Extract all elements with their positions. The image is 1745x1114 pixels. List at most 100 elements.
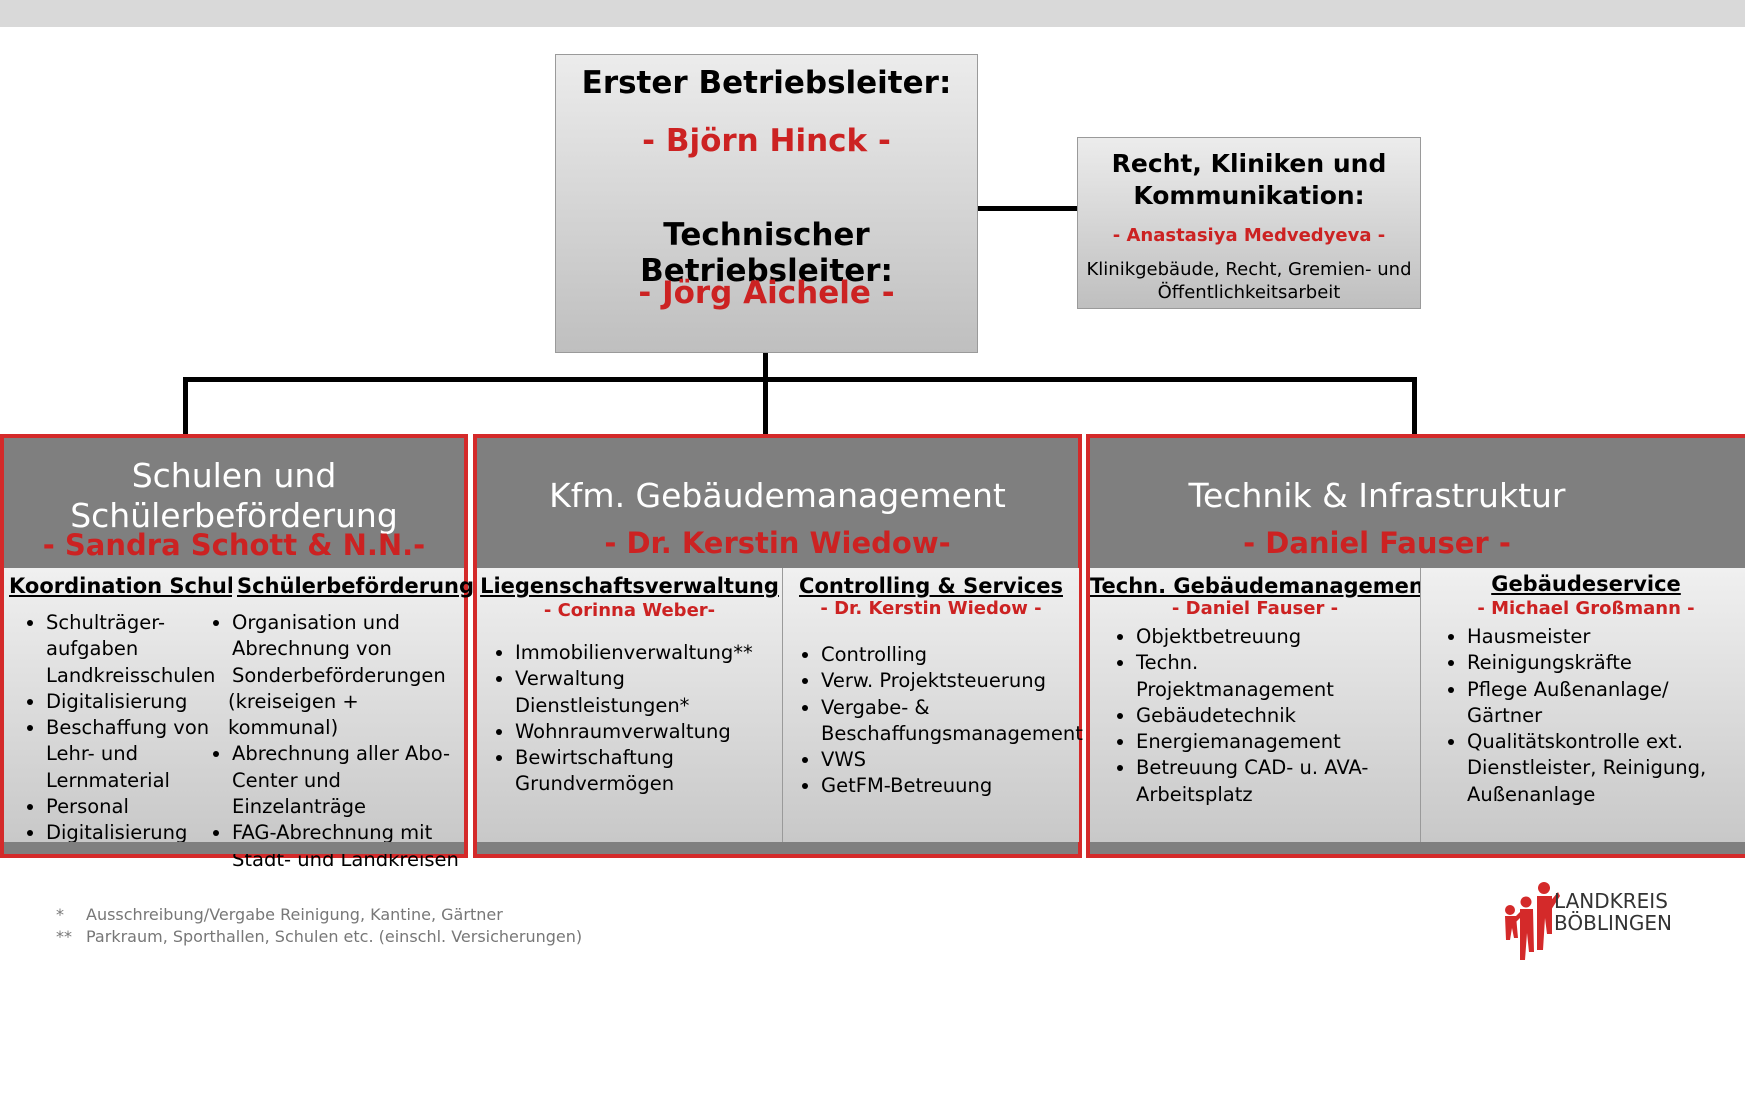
- column-controlling-services: Controlling & Services - Dr. Kerstin Wie…: [782, 568, 1083, 842]
- column-heading: Schülerbeförderung: [237, 574, 475, 598]
- list-item-continuation: Dienstleister, Reinigung,: [1467, 756, 1707, 780]
- list-item-continuation: Lernmaterial: [46, 768, 170, 792]
- list-item: Gebäudetechnik: [1136, 703, 1368, 729]
- list-item-continuation: Landkreisschulen: [46, 663, 216, 687]
- department-header: Schulen und Schülerbeförderung - Sandra …: [4, 438, 464, 568]
- department-title-line1: Schulen und: [131, 456, 337, 495]
- column-gebaeudeservice: Gebäudeservice - Michael Großmann - Haus…: [1420, 568, 1745, 842]
- column-lead: - Corinna Weber-: [543, 600, 716, 621]
- connector-horizontal: [183, 377, 1417, 382]
- list-item: Pflege Außenanlage/: [1467, 677, 1706, 703]
- list-item: Betreuung CAD- u. AVA-: [1136, 755, 1368, 781]
- list-item-continuation: Arbeitsplatz: [1136, 782, 1253, 806]
- list-item: Vergabe- &: [821, 695, 1083, 721]
- connector-left: [183, 377, 188, 434]
- column-lead: - Dr. Kerstin Wiedow -: [820, 598, 1042, 619]
- column-schuelerbefoerderung: Schülerbeförderung Organisation und Abre…: [228, 568, 474, 871]
- list-item-continuation: Beschaffungsmanagement: [821, 721, 1083, 745]
- staff-unit-title: Recht, Kliniken und Kommunikation:: [1078, 148, 1420, 212]
- list-item: Controlling: [821, 642, 1083, 668]
- department-footer-bar: [477, 842, 1078, 854]
- list-item: Objektbetreuung: [1136, 624, 1368, 650]
- leader-title-2: Technischer Betriebsleiter:: [640, 217, 893, 289]
- list-item: Schulträger-: [46, 610, 215, 636]
- department-header: Kfm. Gebäudemanagement - Dr. Kerstin Wie…: [477, 438, 1078, 568]
- column-liegenschaftsverwaltung: Liegenschaftsverwaltung - Corinna Weber-…: [477, 568, 782, 842]
- footnote: ** Parkraum, Sporthallen, Schulen etc. (e…: [56, 926, 582, 948]
- footnotes: * Ausschreibung/Vergabe Reinigung, Kantin…: [56, 904, 582, 948]
- list-item: Energiemanagement: [1136, 729, 1368, 755]
- column-heading: Gebäudeservice: [1491, 572, 1681, 596]
- logo-line1: LANDKREIS: [1554, 889, 1668, 913]
- list-item-continuation: Abrechnung von: [232, 637, 392, 661]
- staff-unit-description: Klinikgebäude, Recht, Gremien- und Öffen…: [1078, 258, 1420, 304]
- connector-vertical-main: [763, 353, 768, 434]
- list-item: Bewirtschaftung: [515, 745, 753, 771]
- landkreis-boeblingen-logo: LANDKREIS BÖBLINGEN: [1500, 878, 1680, 968]
- list-item: Hausmeister: [1467, 624, 1706, 650]
- department-schulen: Schulen und Schülerbeförderung - Sandra …: [0, 434, 474, 871]
- list-item-continuation: Grundvermögen: [515, 772, 675, 796]
- task-list: Objektbetreuung Techn. Projektmanagement…: [1110, 624, 1368, 808]
- list-item-continuation: Dienstleistungen*: [515, 693, 690, 717]
- list-item-continuation: Lehr- und: [46, 742, 138, 766]
- department-footer-bar: [4, 842, 464, 854]
- list-item: Digitalisierung: [46, 689, 215, 715]
- footnote-text: Parkraum, Sporthallen, Schulen etc. (ein…: [86, 927, 583, 946]
- footnote-text: Ausschreibung/Vergabe Reinigung, Kantine…: [86, 905, 503, 924]
- list-item-continuation: Gärtner: [1467, 703, 1543, 727]
- list-item: GetFM-Betreuung: [821, 773, 1083, 799]
- list-item: Immobilienverwaltung**: [515, 640, 753, 666]
- column-heading: Liegenschaftsverwaltung: [480, 574, 779, 598]
- department-kfm-gebaeudemanagement: Kfm. Gebäudemanagement - Dr. Kerstin Wie…: [473, 434, 1083, 858]
- department-header: Technik & Infrastruktur - Daniel Fauser …: [1090, 438, 1745, 568]
- column-lead: - Michael Großmann -: [1477, 598, 1695, 619]
- column-heading: Koordination Schulen: [9, 574, 264, 598]
- leadership-box: Erster Betriebsleiter: - Björn Hinck - T…: [555, 54, 978, 353]
- leader-title-1: Erster Betriebsleiter:: [581, 65, 952, 101]
- list-item: Wohnraumverwaltung: [515, 719, 753, 745]
- department-lead: - Dr. Kerstin Wiedow-: [604, 526, 951, 560]
- task-list: Organisation und Abrechnung von Sonderbe…: [206, 610, 464, 873]
- column-heading: Techn. Gebäudemanagement: [1090, 574, 1434, 598]
- logo-text: LANDKREIS BÖBLINGEN: [1554, 890, 1672, 934]
- list-item-continuation: aufgaben: [46, 637, 139, 661]
- task-list: Controlling Verw. Projektsteuerung Verga…: [795, 642, 1083, 800]
- department-technik-infrastruktur: Technik & Infrastruktur - Daniel Fauser …: [1086, 434, 1745, 858]
- department-title-line2: Schülerbeförderung: [70, 496, 398, 535]
- list-item-continuation: (kreiseigen + kommunal): [228, 689, 359, 740]
- logo-figures-icon: [1505, 882, 1560, 960]
- task-list: Schulträger- aufgaben Landkreisschulen D…: [20, 610, 215, 847]
- list-item-continuation: Einzelanträge: [232, 795, 367, 819]
- list-item: Beschaffung von: [46, 715, 215, 741]
- list-item: Reinigungskräfte: [1467, 650, 1706, 676]
- staff-unit-name: - Anastasiya Medvedyeva -: [1112, 225, 1386, 246]
- footnote-mark: **: [56, 927, 72, 946]
- list-item: Qualitätskontrolle ext.: [1467, 729, 1706, 755]
- list-item: FAG-Abrechnung mit: [232, 820, 464, 846]
- footnote-mark: *: [56, 905, 64, 924]
- list-item: Verwaltung: [515, 666, 753, 692]
- list-item: Digitalisierung: [46, 820, 215, 846]
- list-item: Personal: [46, 794, 215, 820]
- department-lead: - Sandra Schott & N.N.-: [42, 528, 426, 562]
- list-item-continuation: Center und: [232, 768, 341, 792]
- task-list: Immobilienverwaltung** Verwaltung Dienst…: [489, 640, 753, 798]
- staff-unit-title-line2: Kommunikation:: [1133, 181, 1365, 210]
- task-list: Hausmeister Reinigungskräfte Pflege Auße…: [1441, 624, 1706, 808]
- connector-right: [1412, 377, 1417, 434]
- list-item: Organisation und: [232, 610, 464, 636]
- department-footer-bar: [1090, 842, 1745, 854]
- connector-to-staff: [978, 206, 1077, 211]
- top-bar: [0, 0, 1745, 27]
- column-techn-gebaeudemanagement: Techn. Gebäudemanagement - Daniel Fauser…: [1090, 568, 1434, 842]
- list-item: Abrechnung aller Abo-: [232, 741, 464, 767]
- list-item-continuation: Sonderbeförderungen: [232, 663, 446, 687]
- leader-name-1: - Björn Hinck -: [642, 123, 891, 159]
- list-item: VWS: [821, 747, 1083, 773]
- footnote: * Ausschreibung/Vergabe Reinigung, Kantin…: [56, 904, 582, 926]
- list-item-continuation: Projektmanagement: [1136, 677, 1334, 701]
- staff-unit-desc-line1: Klinikgebäude, Recht, Gremien- und: [1086, 259, 1412, 280]
- staff-unit-box: Recht, Kliniken und Kommunikation: - Ana…: [1077, 137, 1421, 309]
- list-item: Verw. Projektsteuerung: [821, 668, 1083, 694]
